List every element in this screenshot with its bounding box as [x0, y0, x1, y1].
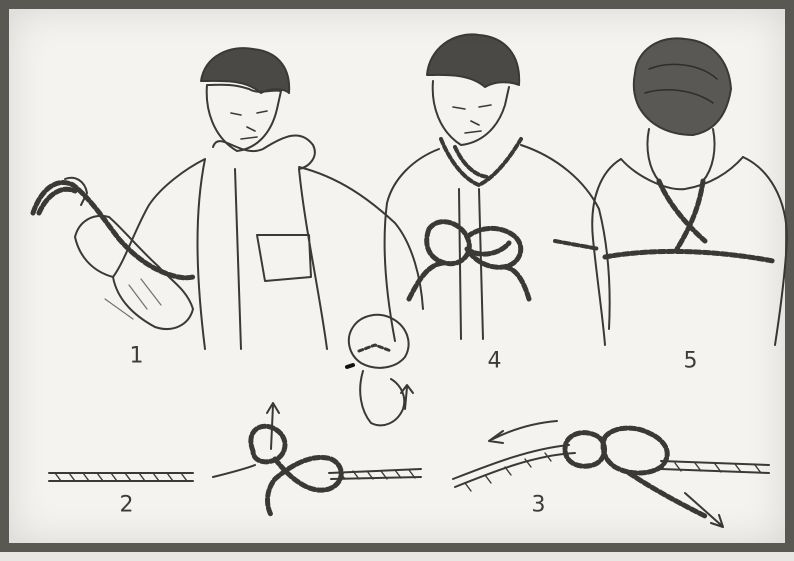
- loop-hand: [349, 315, 409, 368]
- knot-tying-illustration: [9, 9, 794, 561]
- figure-4-knot: [409, 222, 529, 299]
- figure-5-man-back-view: [592, 38, 787, 345]
- figure-1-hair: [201, 48, 289, 93]
- figure-5-neck: [647, 129, 714, 181]
- figure-4-man-with-tied-knot: [385, 34, 610, 341]
- diagram-2-straight-rope: [49, 473, 193, 481]
- figure-5-collar: [621, 157, 743, 189]
- step-number-1: 1: [130, 344, 145, 369]
- figure-4-face: [433, 81, 509, 145]
- diagram-knot-first-loop: [213, 403, 421, 515]
- step-number-5: 5: [684, 349, 699, 374]
- figure-1-jacket: [113, 159, 423, 349]
- back-arrow: [489, 421, 557, 443]
- step-number-2: 2: [120, 493, 135, 518]
- figure-4-collar: [441, 139, 521, 185]
- hand-loop-detail: [347, 315, 413, 425]
- step-number-4: 4: [488, 349, 503, 374]
- figure-4-hair: [427, 34, 519, 87]
- figure-1-man-holding-rope: [33, 48, 423, 349]
- figure-5-hair: [634, 38, 731, 135]
- loop-rope: [360, 371, 404, 425]
- figure-1-hood: [213, 135, 315, 169]
- diagram-3-finished-knot: [453, 421, 769, 527]
- figure-1-rope: [33, 183, 193, 278]
- loop-arrow: [401, 385, 413, 409]
- figure-1-arm: [75, 216, 193, 329]
- figure-5-rope: [605, 181, 773, 261]
- step-number-3: 3: [532, 493, 547, 518]
